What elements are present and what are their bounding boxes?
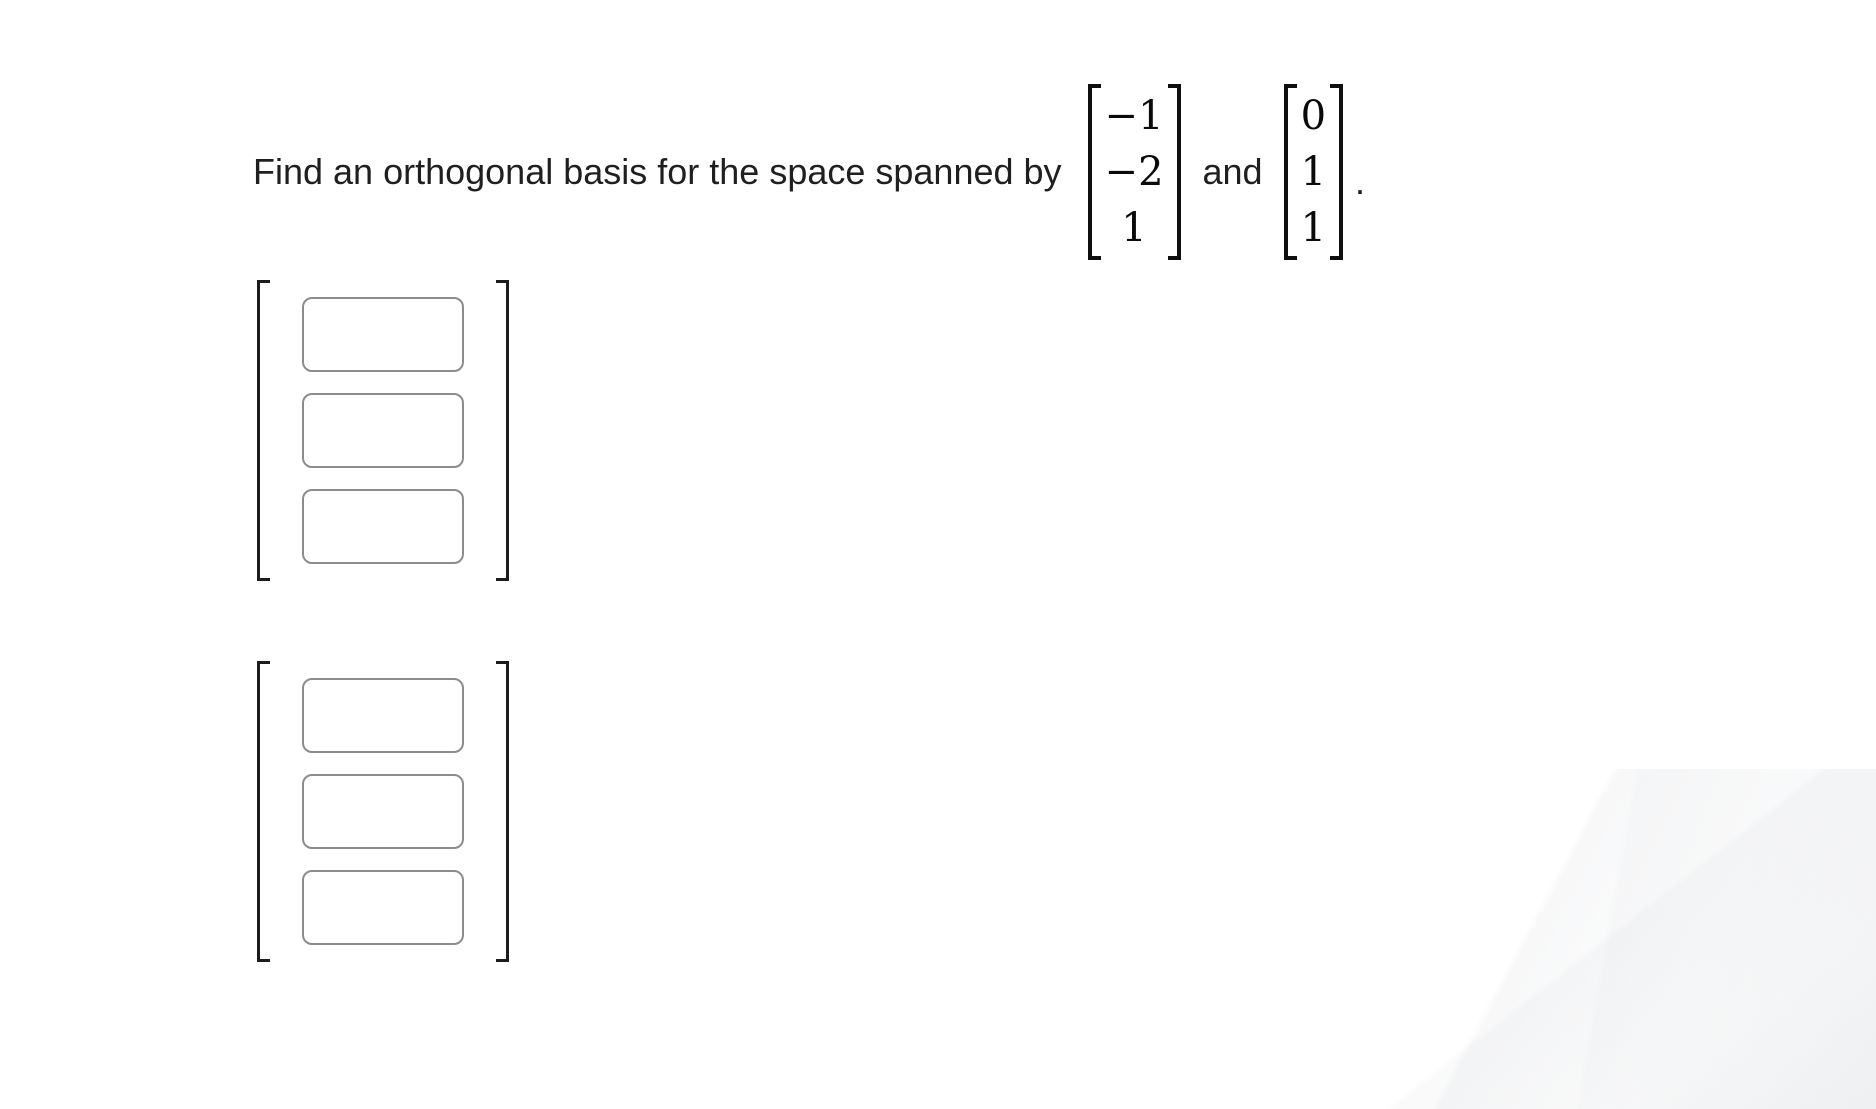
answer-vector-1-entry-1-input[interactable]	[302, 297, 464, 372]
answer-vector-1-entry-3-input[interactable]	[302, 489, 464, 564]
given-vector-1-entry-1: −1	[1104, 93, 1164, 139]
answer-vector-2	[257, 661, 509, 962]
period-text: .	[1355, 161, 1366, 202]
given-vector-2-entry-3: 1	[1300, 205, 1327, 251]
problem-text: Find an orthogonal basis for the space s…	[253, 151, 1062, 192]
given-vector-1-entry-2: −2	[1104, 149, 1164, 195]
conjunction-text: and	[1202, 151, 1263, 192]
given-vector-2-entry-1: 0	[1300, 93, 1327, 139]
answer-vector-2-entry-3-input[interactable]	[302, 870, 464, 945]
given-vector-1: −1 −2 1	[1087, 84, 1181, 260]
answer-vector-1	[257, 280, 509, 581]
answer-vector-1-entry-2-input[interactable]	[302, 393, 464, 468]
answer-vector-2-entry-1-input[interactable]	[302, 678, 464, 753]
given-vector-2: 0 1 1	[1283, 84, 1344, 260]
given-vector-1-entry-3: 1	[1121, 205, 1147, 251]
answer-vector-2-entry-2-input[interactable]	[302, 774, 464, 849]
given-vector-2-entry-2: 1	[1300, 149, 1327, 195]
background-corner-texture	[1216, 769, 1876, 1109]
problem-statement: Find an orthogonal basis for the space s…	[253, 84, 1365, 260]
